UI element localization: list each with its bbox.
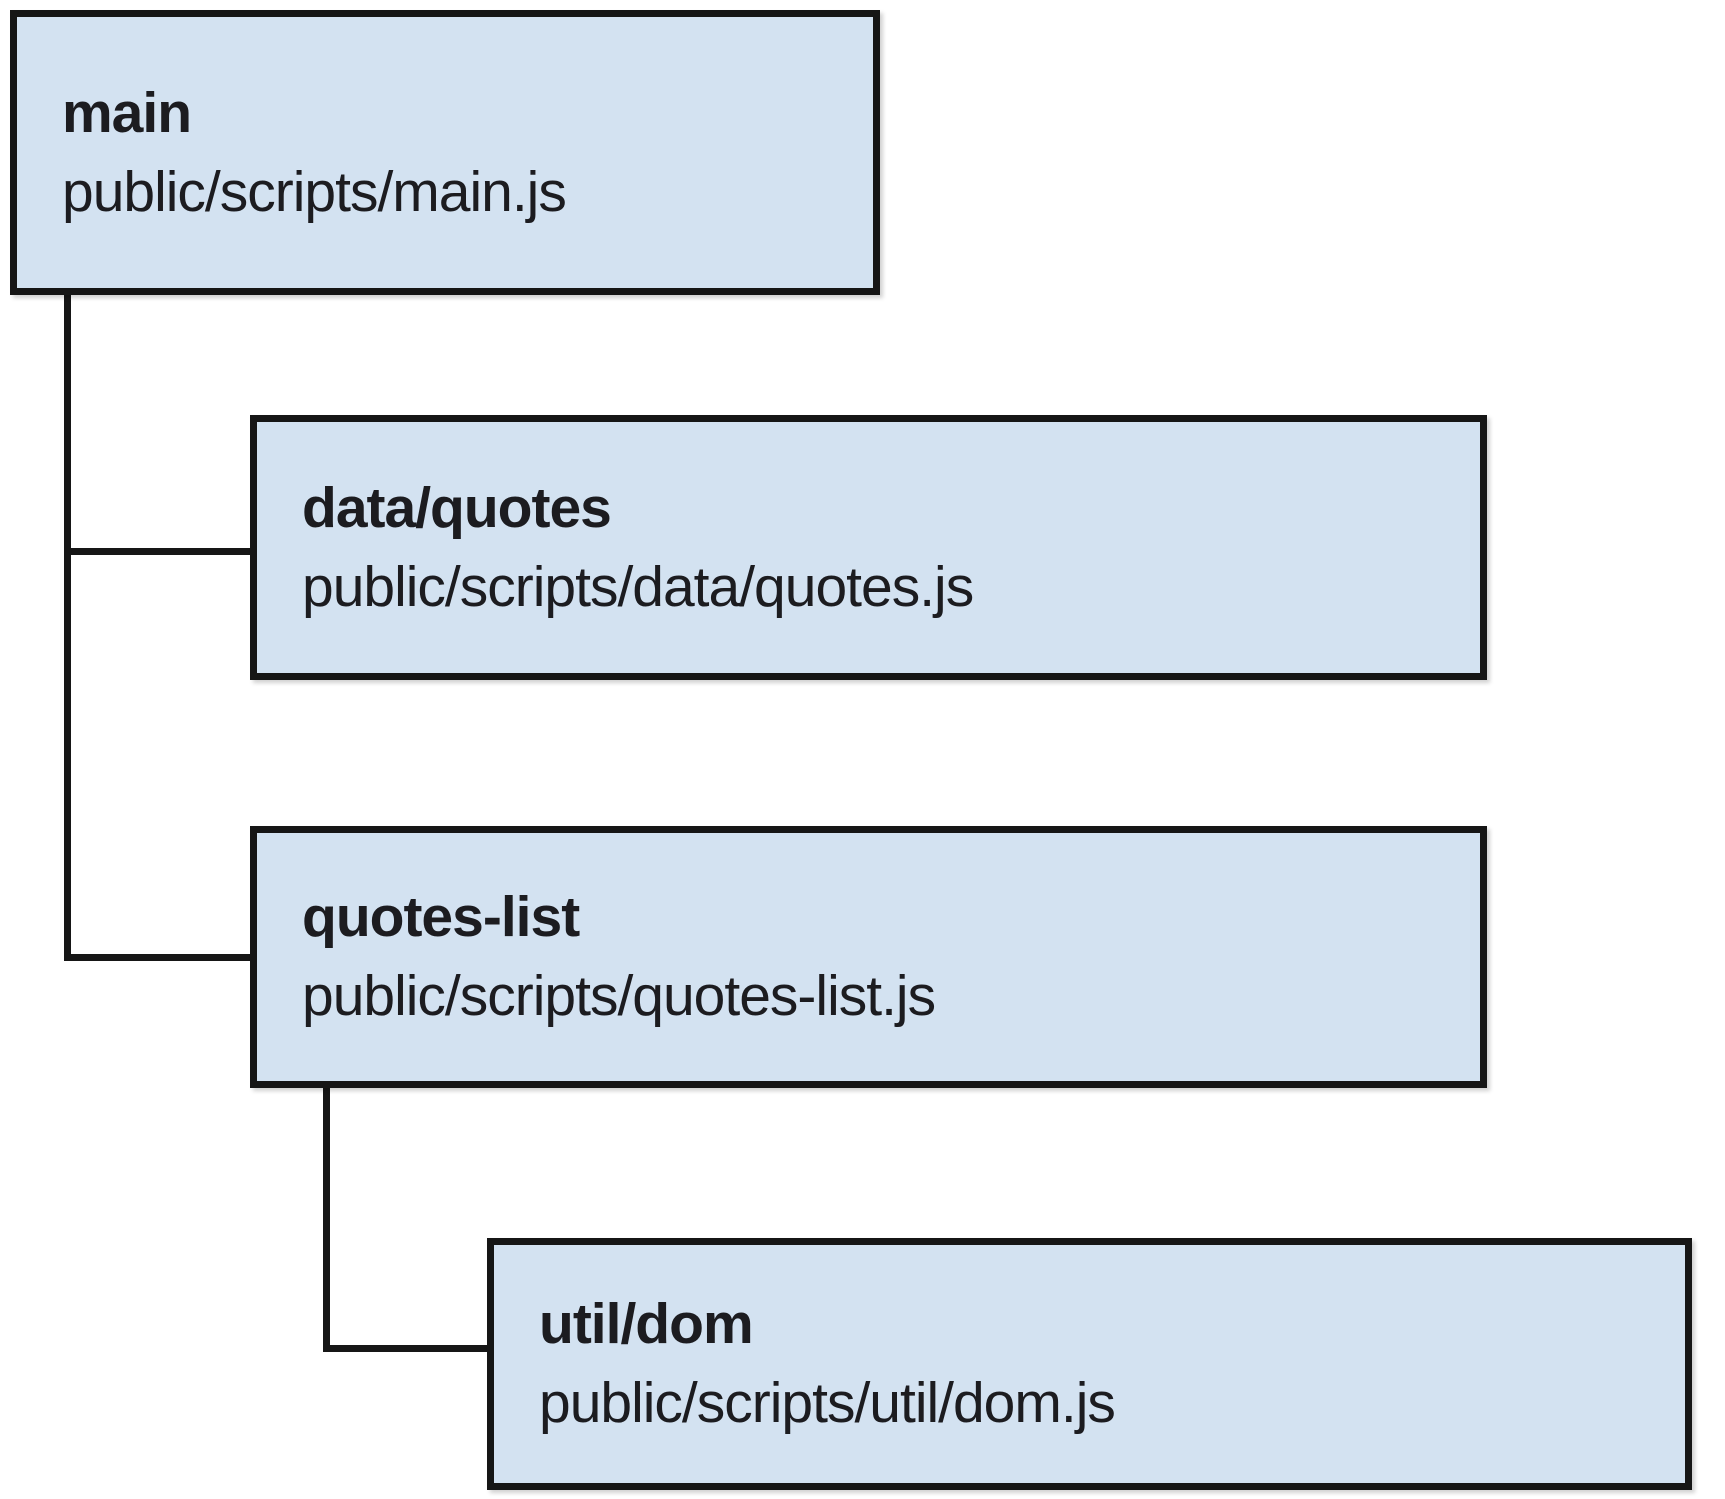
connector-main-to-data-quotes	[64, 548, 257, 555]
node-util-dom-path: public/scripts/util/dom.js	[539, 1371, 1116, 1435]
node-main: main public/scripts/main.js	[10, 10, 880, 295]
node-quotes-list-label: quotes-list	[302, 885, 580, 950]
node-quotes-list: quotes-list public/scripts/quotes-list.j…	[250, 826, 1487, 1088]
connector-main-vertical	[64, 288, 71, 961]
node-main-path: public/scripts/main.js	[62, 159, 567, 224]
connector-main-to-quotes-list	[64, 954, 257, 961]
node-util-dom-label: util/dom	[539, 1292, 754, 1357]
connector-quotes-list-vertical	[323, 1085, 330, 1352]
node-data-quotes: data/quotes public/scripts/data/quotes.j…	[250, 415, 1487, 680]
node-quotes-list-path: public/scripts/quotes-list.js	[302, 964, 936, 1028]
node-data-quotes-path: public/scripts/data/quotes.js	[302, 554, 974, 619]
connector-quotes-list-to-util-dom	[323, 1345, 494, 1352]
node-main-label: main	[62, 80, 192, 145]
node-util-dom: util/dom public/scripts/util/dom.js	[487, 1238, 1692, 1490]
node-data-quotes-label: data/quotes	[302, 475, 612, 540]
